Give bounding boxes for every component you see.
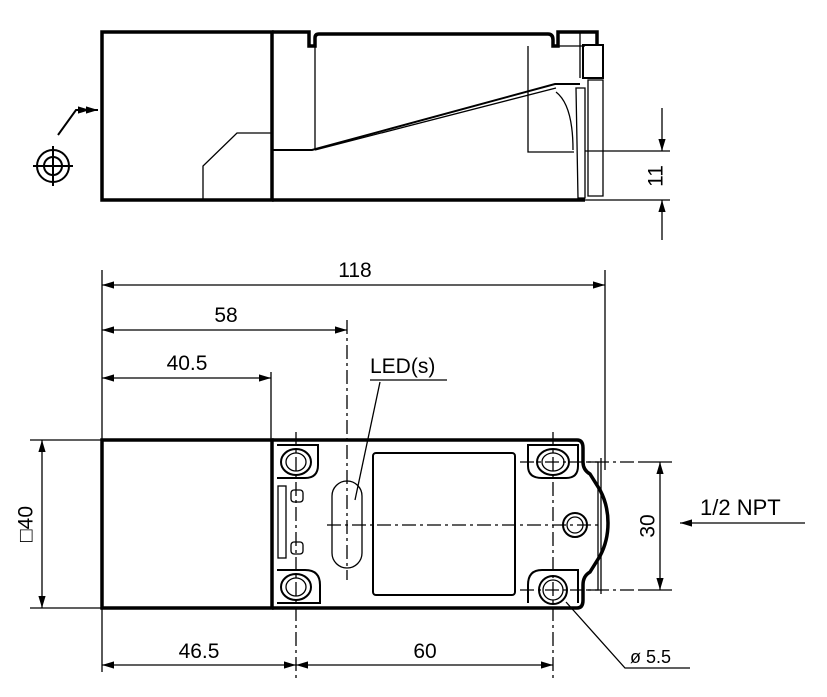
dim-hole-diameter: ø 5.5 [630,647,671,667]
dim-hole-spacing-horizontal: 60 [413,640,436,663]
dim-side-height: 11 [645,165,668,187]
dim-overall-length: 118 [338,259,371,282]
sensing-face-symbol-icon [33,106,98,186]
side-view: 11 [33,30,670,240]
thread-label: 1/2 NPT [700,495,781,520]
dimensions: 118 58 40.5 □40 30 46.5 60 ø 5.5 LED(s) … [15,259,805,672]
dim-head-length: 40.5 [167,352,208,375]
dim-led-position: 58 [214,304,237,327]
dim-hole-offset: 46.5 [179,640,220,663]
top-view [100,320,640,680]
dim-head-square: □40 [15,506,38,542]
led-label: LED(s) [370,355,435,378]
dim-hole-spacing-vertical: 30 [637,514,660,537]
